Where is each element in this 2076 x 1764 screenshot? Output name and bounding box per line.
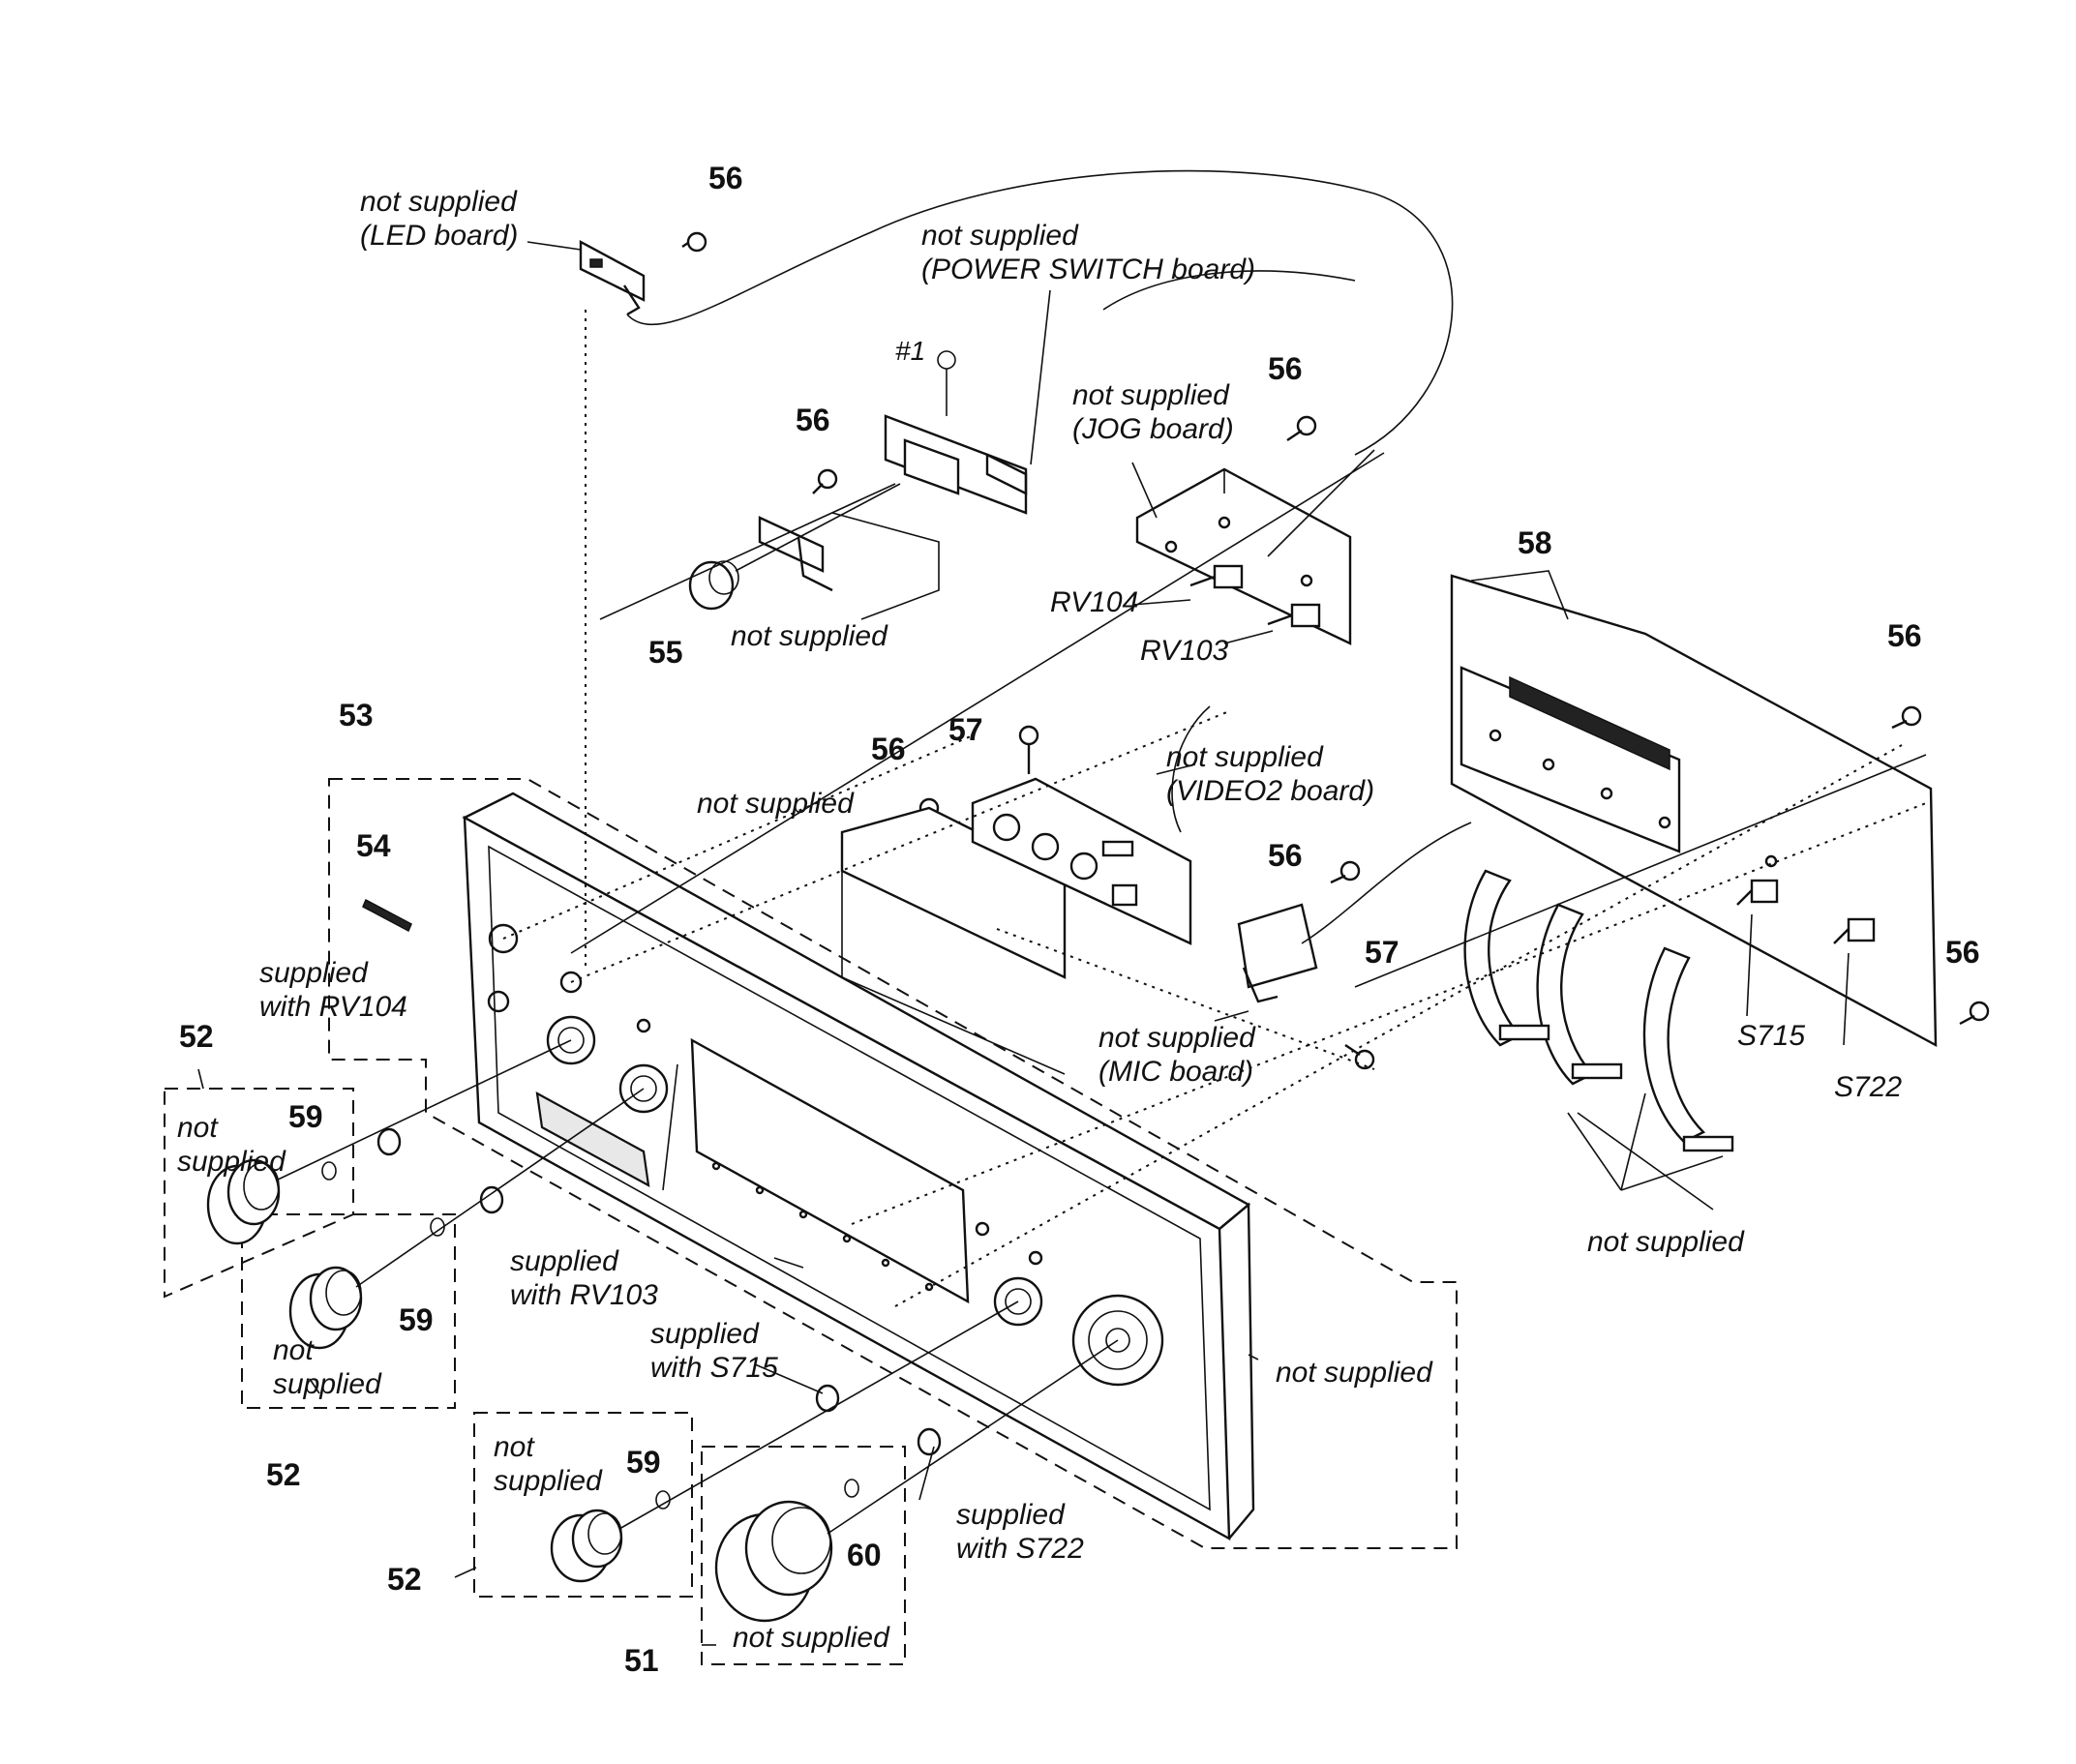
ref-53: 53 — [339, 698, 374, 733]
ref-52-top: 52 — [179, 1019, 214, 1054]
note-with-s715-supplied: supplied — [650, 1318, 760, 1350]
ref-59-bottom: 59 — [626, 1445, 661, 1480]
note-knob-bottom-supplied: supplied — [494, 1465, 603, 1497]
note-with-rv104-supplied: supplied — [259, 957, 369, 989]
note-bracket-not-supplied: not supplied — [731, 620, 888, 652]
ref-59-middle: 59 — [399, 1302, 434, 1337]
ref-54: 54 — [356, 828, 391, 863]
note-with-s722-supplied: supplied — [956, 1499, 1066, 1531]
ref-56-right-top: 56 — [1887, 618, 1922, 653]
label-s715: S715 — [1737, 1020, 1805, 1052]
note-panel-not-supplied: not supplied — [697, 788, 855, 820]
note-led-board: (LED board) — [360, 220, 518, 252]
guide-lines — [502, 452, 1927, 1307]
dashed-group-outlines — [164, 778, 1458, 1665]
reference-numbers: 56 #1 56 56 55 58 56 53 57 56 54 56 57 5… — [179, 161, 1980, 1678]
note-knob51-not-supplied: not supplied — [733, 1622, 890, 1654]
button-55 — [688, 483, 901, 611]
label-rv104: RV104 — [1050, 586, 1138, 618]
ref-56-video2: 56 — [871, 732, 906, 766]
led-board — [579, 169, 1454, 456]
mic-board — [1237, 822, 1472, 1003]
note-power-switch-board: (POWER SWITCH board) — [921, 254, 1255, 285]
note-panel-right-not-supplied: not supplied — [1276, 1357, 1433, 1389]
ref-57-bottom: 57 — [1365, 935, 1399, 970]
video2-board — [840, 705, 1211, 1075]
power-switch-board — [884, 270, 1356, 515]
note-with-rv103-supplied: supplied — [510, 1245, 619, 1277]
ref-51: 51 — [624, 1643, 659, 1678]
note-mic-board: (MIC board) — [1098, 1056, 1253, 1088]
ref-59-top: 59 — [288, 1099, 323, 1134]
note-video2-board: (VIDEO2 board) — [1166, 775, 1374, 807]
note-with-s715: with S715 — [650, 1352, 778, 1384]
note-mic-not-supplied: not supplied — [1098, 1022, 1256, 1054]
sony-logo — [362, 898, 412, 933]
ref-56-right-bottom: 56 — [1945, 935, 1980, 970]
note-jog-board: (JOG board) — [1072, 413, 1234, 445]
display-board-58 — [1450, 570, 1938, 1048]
ref-56-led: 56 — [708, 161, 743, 195]
note-with-rv103: with RV103 — [510, 1279, 658, 1311]
note-with-s722: with S722 — [956, 1533, 1084, 1565]
ref-60: 60 — [847, 1538, 882, 1572]
washers — [321, 1127, 942, 1510]
note-knob-middle-not: not — [273, 1334, 315, 1366]
knob-51 — [714, 1500, 833, 1623]
note-power-not-supplied: not supplied — [921, 220, 1079, 252]
label-rv103: RV103 — [1140, 635, 1229, 667]
ref-52-middle: 52 — [266, 1457, 301, 1492]
label-s722: S722 — [1834, 1071, 1902, 1103]
note-cables-not-supplied: not supplied — [1587, 1226, 1745, 1258]
note-knob-middle-supplied: supplied — [273, 1368, 382, 1400]
ref-52-bottom: 52 — [387, 1562, 422, 1597]
knob-axis-lines — [275, 1039, 1119, 1535]
ref-57-top: 57 — [948, 712, 983, 747]
ref-56-mic: 56 — [1268, 838, 1303, 873]
note-video2-not-supplied: not supplied — [1166, 741, 1324, 773]
jog-board — [1135, 449, 1375, 645]
ref-58: 58 — [1518, 525, 1552, 560]
knob-52-top — [206, 1158, 281, 1245]
knob-52-middle — [288, 1266, 363, 1350]
leader-lines — [197, 241, 1850, 1646]
note-with-rv104: with RV104 — [259, 991, 407, 1023]
notes: not supplied (LED board) not supplied (P… — [177, 186, 1902, 1654]
note-knob-top-not: not — [177, 1112, 219, 1144]
bracket-bracket-55 — [758, 512, 940, 620]
ref-56-jog: 56 — [1268, 351, 1303, 386]
ref-hash1: #1 — [895, 336, 925, 366]
ref-55: 55 — [648, 635, 683, 670]
knob-52-bottom — [550, 1509, 623, 1583]
ref-56-bracket: 56 — [796, 403, 830, 437]
note-knob-bottom-not: not — [494, 1431, 535, 1463]
note-knob-top-supplied: supplied — [177, 1146, 286, 1178]
note-jog-not-supplied: not supplied — [1072, 379, 1230, 411]
note-led-not-supplied: not supplied — [360, 186, 518, 218]
